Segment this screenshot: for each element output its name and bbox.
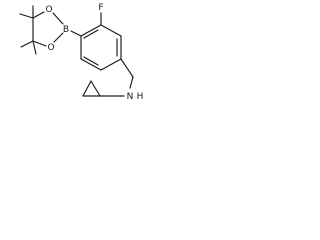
methylene-nitrogen-bond xyxy=(129,76,134,89)
ring-inner-double-bond xyxy=(83,29,99,39)
oxygen-atom-label: O xyxy=(45,5,52,15)
cyclopropyl-bond xyxy=(90,80,101,97)
methyl-bond xyxy=(19,13,34,19)
methyl-bond xyxy=(20,40,34,48)
benzene-ring xyxy=(80,24,122,71)
ring-methylene-bond xyxy=(120,58,134,78)
chemical-structure-diagram: F B O O N H xyxy=(19,3,144,102)
nitrogen-atom-label: N xyxy=(127,92,134,102)
ring-bond xyxy=(80,58,102,71)
ring-bond xyxy=(100,58,122,71)
oxygen-carbon-bond xyxy=(32,40,47,47)
oxygen-atom-label: O xyxy=(47,43,54,53)
cyclopropyl-bond xyxy=(82,80,92,97)
boron-oxygen-bond xyxy=(53,32,64,43)
pinacol-boronate-ring: O O xyxy=(19,5,64,55)
ring-bond xyxy=(100,24,122,37)
boron-atom-label: B xyxy=(63,25,69,35)
boron-oxygen-bond xyxy=(52,12,64,25)
carbon-boron-bond xyxy=(70,30,82,37)
nitrogen-hydrogen-label: H xyxy=(137,92,144,102)
cyclopropyl-ring xyxy=(82,80,101,97)
ring-inner-double-bond xyxy=(83,56,99,66)
oxygen-carbon-bond xyxy=(32,11,45,19)
methyl-bond xyxy=(32,40,37,55)
ring-bond xyxy=(80,24,102,37)
fluorine-atom-label: F xyxy=(98,3,103,13)
